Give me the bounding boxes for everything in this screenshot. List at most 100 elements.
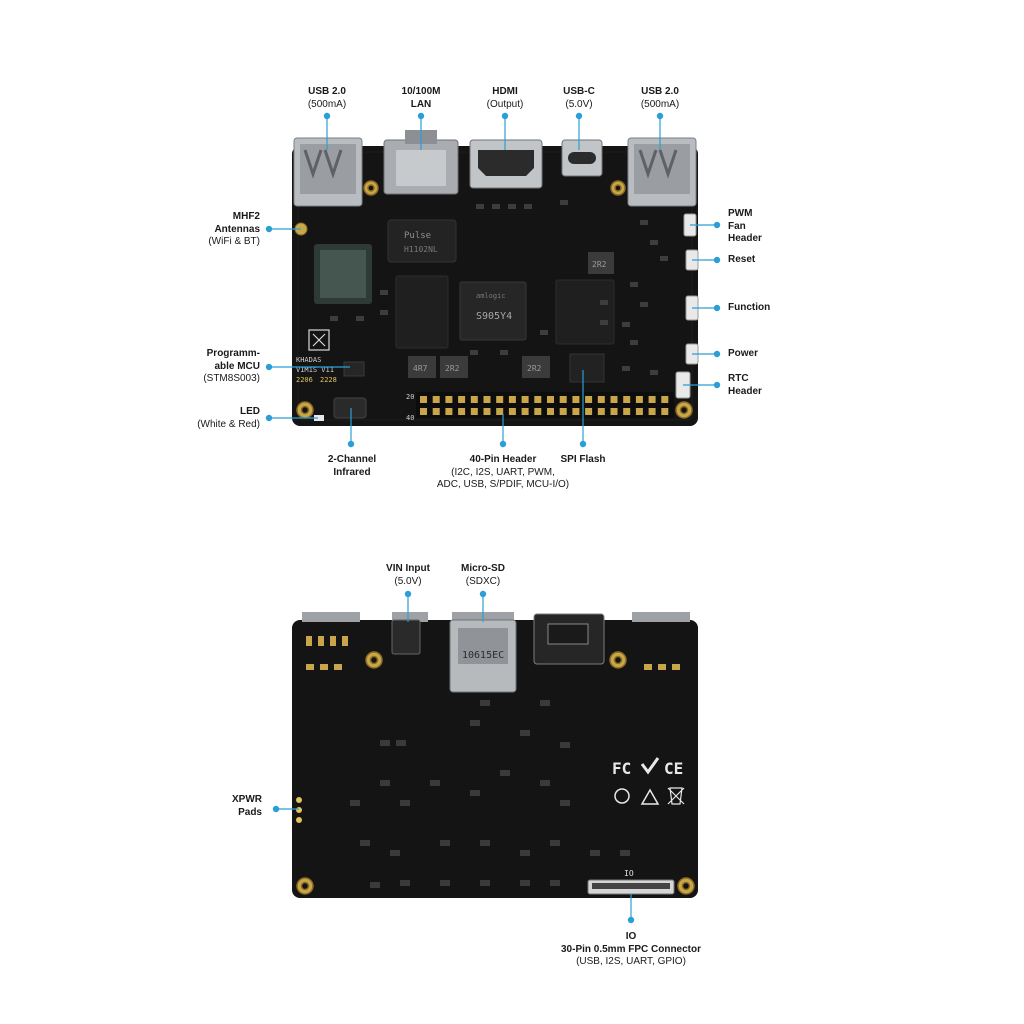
header-pin [470, 396, 478, 403]
header-pin [496, 408, 504, 415]
header-pin [623, 396, 631, 403]
inductor-mark-b: 2R2 [445, 364, 460, 373]
header-pin [458, 396, 466, 403]
rohs-check-icon [640, 757, 660, 775]
header-pin [496, 396, 504, 403]
smd-part [470, 720, 480, 726]
header-pin [508, 408, 516, 415]
soc-brand: amlogic [476, 292, 506, 300]
gpio-header-40pin [416, 392, 674, 418]
header-pin [572, 396, 580, 403]
header-pin [420, 408, 427, 415]
hdmi-port [469, 139, 543, 189]
smd-part [350, 800, 360, 806]
header-pin [534, 408, 542, 415]
certification-marks: FC CE [612, 757, 685, 805]
label-usb-right-sub: (500mA) [640, 98, 680, 110]
smd-part [640, 302, 648, 307]
header-pin [597, 408, 605, 415]
label-antennas: MHF2 Antennas (WiFi & BT) [208, 211, 260, 249]
label-vin-sub: (5.0V) [394, 575, 422, 587]
xpwr-pads-graphic [296, 797, 302, 823]
smd-part [396, 740, 406, 746]
header-pin [661, 396, 669, 403]
fc-mark: FC [612, 759, 631, 778]
label-vin-title: VIN Input [386, 563, 430, 574]
soc-model: S905Y4 [476, 311, 512, 322]
header-pin [458, 408, 466, 415]
header-pin [648, 396, 656, 403]
smd-part [500, 770, 510, 776]
ram-chip-left [395, 275, 449, 349]
label-mcu: Programm- able MCU (STM8S003) [203, 348, 260, 386]
header-pin [661, 408, 669, 415]
smd-part [650, 370, 658, 375]
smd-part [620, 850, 630, 856]
label-usb-left-title: USB 2.0 [308, 86, 346, 97]
header-pin [534, 396, 542, 403]
smd-part [390, 850, 400, 856]
smd-part [380, 310, 388, 315]
header-pin [445, 396, 453, 403]
label-spi-title: SPI Flash [560, 454, 606, 465]
smd-part [480, 700, 490, 706]
lan-chip-model: H1102NL [404, 245, 438, 254]
smd-part [440, 840, 450, 846]
smd-part [440, 880, 450, 886]
smd-part [590, 850, 600, 856]
label-fan-line3: Header [728, 233, 762, 244]
mcu-chip [343, 361, 365, 377]
smd-components-bottom [350, 700, 630, 888]
smd-part [600, 320, 608, 325]
weee-bin-icon [667, 787, 685, 805]
smd-part [520, 730, 530, 736]
smd-part [430, 780, 440, 786]
label-reset: Reset [728, 254, 755, 267]
label-header40: 40-Pin Header (I2C, I2S, UART, PWM, ADC,… [437, 454, 569, 492]
smd-part [630, 282, 638, 287]
label-hdmi-sub: (Output) [486, 98, 524, 110]
smd-part [330, 316, 338, 321]
smd-part [470, 350, 478, 355]
label-usbc-sub: (5.0V) [565, 98, 593, 110]
smd-part [500, 350, 508, 355]
smd-part [650, 240, 658, 245]
label-header40-sub2: ADC, USB, S/PDIF, MCU-I/O) [436, 479, 570, 490]
header-pin [547, 396, 554, 403]
usb-right-port [627, 137, 697, 207]
label-usb-right-title: USB 2.0 [641, 86, 679, 97]
smd-part [520, 880, 530, 886]
label-function: Function [728, 302, 770, 315]
smd-part [470, 790, 480, 796]
smd-part [600, 300, 608, 305]
label-microsd-title: Micro-SD [461, 563, 505, 574]
usbc-port [561, 139, 603, 177]
io-silkscreen: IO [624, 869, 634, 878]
header-pin [470, 408, 478, 415]
header-pin [597, 396, 605, 403]
board-model-text: VIM1S V11 [296, 366, 334, 374]
label-usb-left: USB 2.0 (500mA) [308, 86, 346, 111]
label-fan-line2: Fan [728, 220, 746, 232]
smd-part [520, 850, 530, 856]
label-header40-sub1: (I2C, I2S, UART, PWM, [451, 466, 555, 478]
header-pin [559, 396, 567, 403]
smd-part [560, 742, 570, 748]
label-xpwr-line1: XPWR [232, 794, 262, 805]
label-header40-title: 40-Pin Header [469, 454, 537, 465]
smd-part [560, 800, 570, 806]
smd-part [400, 880, 410, 886]
label-xpwr-line2: Pads [238, 806, 262, 818]
smd-part [660, 256, 668, 261]
header-pin [585, 408, 593, 415]
ir-receiver [333, 397, 367, 419]
smd-part [476, 204, 484, 209]
smd-part [622, 322, 630, 327]
led-component [314, 415, 324, 421]
label-lan-title: 10/100M [401, 86, 441, 97]
smd-part [370, 882, 380, 888]
smd-part [380, 780, 390, 786]
label-io: IO 30-Pin 0.5mm FPC Connector (USB, I2S,… [561, 931, 701, 969]
